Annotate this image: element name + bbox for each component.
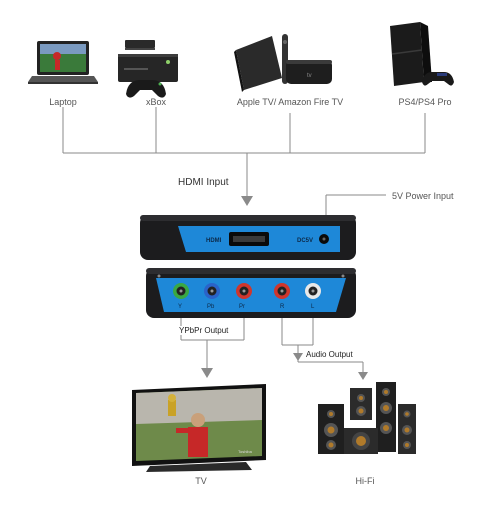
xbox-icon [118,40,178,98]
tv-icon [132,384,266,472]
output-label-hifi: Hi-Fi [355,476,375,486]
port-letter-y: Y [178,304,182,310]
source-label-ps4: PS4/PS4 Pro [398,97,452,107]
audio-side-arrow [293,353,303,361]
audio-output-arrow [358,372,368,380]
source-label-xbox: xBox [145,97,167,107]
port-letter-l: L [311,304,315,310]
laptop-icon [28,41,98,84]
rca-ports: Y Pb Pr R L [173,283,321,310]
hdmi-input-label: HDMI Input [178,177,229,188]
port-y-icon [173,283,189,299]
port-letter-pb: Pb [207,304,215,310]
output-label-tv: TV [195,476,207,486]
front-hdmi-text: HDMI [206,238,222,244]
port-letter-r: R [280,304,285,310]
ypbpr-output-arrow [201,368,213,378]
output-lines [180,318,364,375]
hifi-speakers-icon [318,382,416,454]
svg-text:tv: tv [307,73,312,79]
streaming-box-icon: tv [234,34,332,92]
source-label-streaming: Apple TV/ Amazon Fire TV [236,97,344,107]
ps4-icon [390,22,454,86]
power-input-label: 5V Power Input [392,191,454,201]
hdmi-input-arrow [241,196,253,206]
front-dc-text: DC5V [297,238,313,244]
converter-front: HDMI DC5V [140,215,356,260]
source-label-laptop: Laptop [49,97,77,107]
port-r-icon [274,283,290,299]
port-l-icon [305,283,321,299]
port-pb-icon [204,283,220,299]
port-pr-icon [236,283,252,299]
port-letter-pr: Pr [239,304,245,310]
hdmi-source-lines [62,107,426,200]
ypbpr-output-label: YPbPr Output [178,326,230,335]
audio-output-label: Audio Output [305,350,354,359]
tv-brand-text: Toshiba [238,449,253,454]
